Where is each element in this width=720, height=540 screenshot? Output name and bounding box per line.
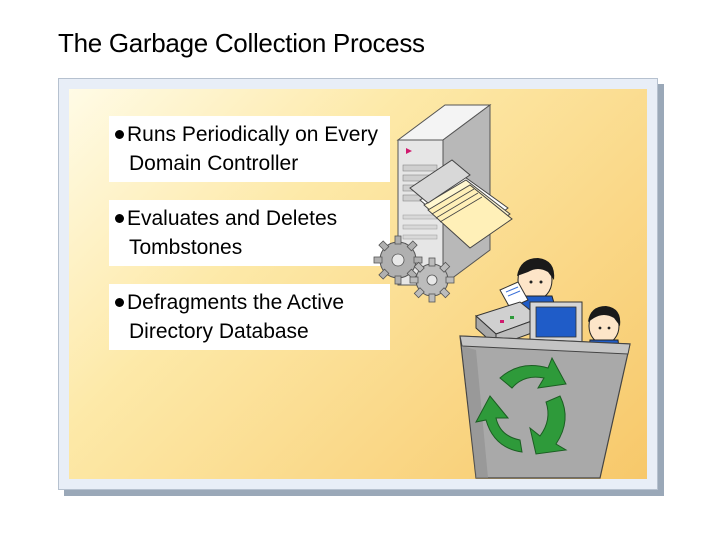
bullet-item-2: Evaluates and Deletes Tombstones [109,200,390,266]
bullet-1-line-2: Domain Controller [129,152,299,175]
bullet-2-line-2: Tombstones [129,236,243,259]
bullet-item-3: Defragments the Active Directory Databas… [109,284,390,350]
bullet-2-line-1: Evaluates and Deletes [127,207,338,230]
bullet-3-line-2: Directory Database [129,320,309,343]
bullet-dot-icon [115,298,124,307]
bullet-dot-icon [115,214,124,223]
document-stack-icon [409,159,513,249]
bullet-dot-icon [115,130,124,139]
bullet-1-line-1: Runs Periodically on Every [127,123,378,146]
recycle-arrows-icon [475,356,568,455]
gears-icon [373,235,455,303]
bullet-item-1: Runs Periodically on Every Domain Contro… [109,116,390,182]
bullet-3-line-1: Defragments the Active [127,291,345,314]
slide-title: The Garbage Collection Process [58,28,425,58]
